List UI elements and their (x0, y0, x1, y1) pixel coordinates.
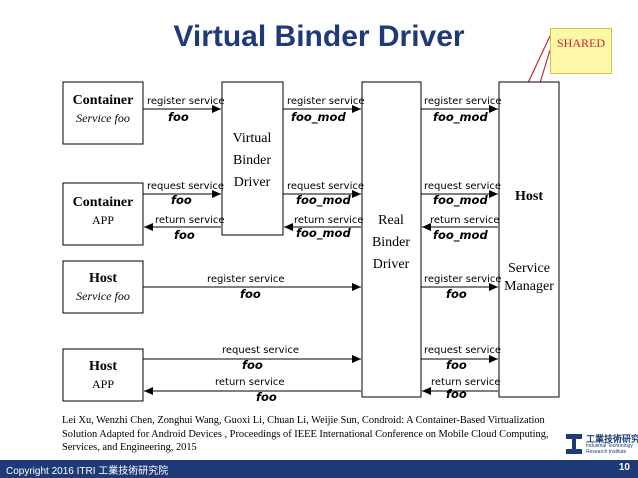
label-foo: foo (168, 110, 189, 124)
virtual-binder-driver-box: Virtual Binder Driver (221, 81, 284, 236)
box-sub: Service foo (76, 289, 130, 303)
box-sub: Service foo (76, 111, 130, 125)
itri-logo-icon (566, 434, 582, 454)
real-binder-driver-box: Real Binder Driver (361, 81, 422, 398)
label-return-service: return service (155, 215, 225, 226)
label-return-service: return service (431, 377, 501, 388)
label-request-service: request service (424, 345, 501, 356)
box-line: Driver (234, 175, 271, 190)
host-service-box: Host Service foo (62, 260, 144, 314)
shared-label: SHARED (556, 36, 605, 50)
label-register-service: register service (147, 96, 225, 107)
label-foo-mod: foo_mod (291, 110, 346, 125)
box-sub: APP (92, 213, 114, 227)
shared-callout: SHARED (550, 28, 612, 74)
label-foo: foo (240, 287, 261, 301)
box-title: Host (89, 271, 117, 286)
box-line: Virtual (233, 131, 272, 146)
box-sub: APP (92, 377, 114, 391)
shared-callout-line (527, 35, 551, 84)
label-foo: foo (446, 287, 467, 301)
label-return-service: return service (294, 215, 364, 226)
itri-logo: 工業技術研究院 Industrial Technology Research I… (566, 432, 638, 458)
label-foo-mod: foo_mod (296, 193, 351, 208)
label-foo-mod: foo_mod (296, 226, 351, 241)
label-return-service: return service (215, 377, 285, 388)
reference-citation: Lei Xu, Wenzhi Chen, Zonghui Wang, Guoxi… (62, 415, 549, 453)
box-line: Service (508, 261, 550, 276)
label-foo-mod: foo_mod (433, 193, 488, 208)
copyright-text: Copyright 2016 ITRI 工業技術研究院 (6, 466, 169, 477)
label-request-service: request service (424, 181, 501, 192)
label-foo-mod: foo_mod (433, 228, 488, 243)
container-service-box: Container Service foo (62, 81, 144, 145)
label-foo: foo (446, 387, 467, 401)
label-return-service: return service (430, 215, 500, 226)
label-foo: foo (174, 228, 195, 242)
box-title: Container (73, 93, 134, 108)
logo-en-line: Industrial Technology (586, 443, 633, 449)
host-service-manager-box: Host Service Manager (498, 81, 560, 398)
label-foo: foo (171, 193, 192, 207)
page-number: 10 (618, 462, 630, 473)
label-foo: foo (446, 358, 467, 372)
box-title: Host (89, 359, 117, 374)
label-foo: foo (242, 358, 263, 372)
box-title: Host (515, 189, 543, 204)
footer-bar: Copyright 2016 ITRI 工業技術研究院 10 (0, 460, 638, 478)
box-line: Binder (372, 235, 410, 250)
box-line: Binder (233, 153, 271, 168)
logo-cn-text: 工業技術研究院 (586, 435, 638, 445)
box-line: Driver (373, 257, 410, 272)
label-register-service: register service (207, 274, 285, 285)
box-line: Real (378, 213, 404, 228)
logo-en-line: Research Institute (586, 449, 627, 455)
slide-title: Virtual Binder Driver (173, 20, 465, 53)
container-app-box: Container APP (62, 182, 144, 246)
logo-en-text: Industrial Technology Research Institute (586, 443, 633, 455)
label-foo-mod: foo_mod (433, 110, 488, 125)
label-request-service: request service (287, 181, 364, 192)
host-app-box: Host APP (62, 348, 144, 402)
label-register-service: register service (424, 274, 502, 285)
label-foo: foo (256, 390, 277, 404)
shared-callout-line (539, 49, 551, 84)
box-title: Container (73, 195, 134, 210)
label-request-service: request service (222, 345, 299, 356)
label-register-service: register service (424, 96, 502, 107)
label-request-service: request service (147, 181, 224, 192)
label-register-service: register service (287, 96, 365, 107)
box-line: Manager (504, 279, 554, 294)
